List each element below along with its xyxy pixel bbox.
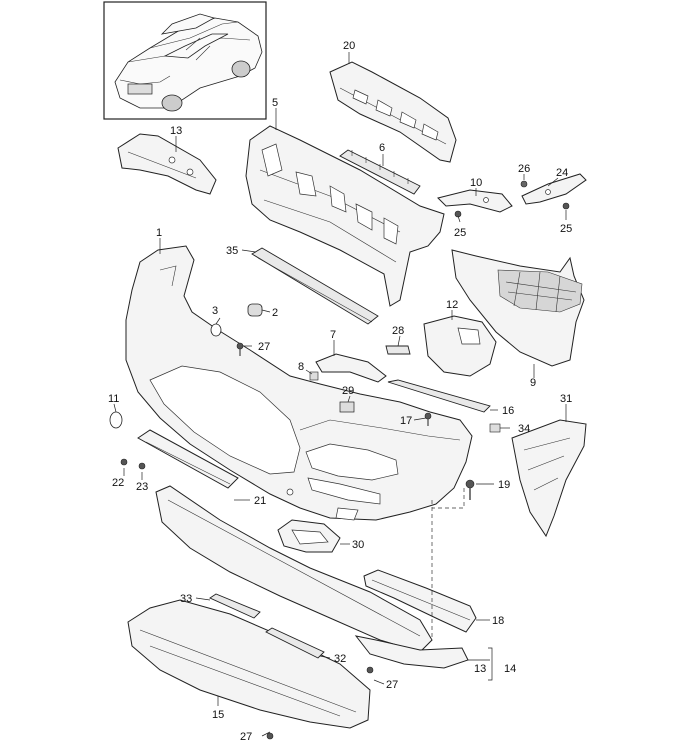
vehicle-inset (103, 1, 267, 120)
callout-13: 13 (170, 125, 182, 137)
callout-9: 9 (530, 377, 536, 389)
callout-10: 10 (470, 177, 482, 189)
callout-13: 13 (474, 663, 486, 675)
callout-11: 11 (108, 393, 119, 405)
part-27-screw-b (366, 666, 374, 674)
part-27-screw-c (266, 732, 274, 740)
callout-34: 34 (518, 423, 530, 435)
part-19-screw (465, 479, 475, 500)
callout-8: 8 (298, 361, 304, 373)
callout-15: 15 (212, 709, 224, 721)
part-21-license-plate-bracket (137, 429, 239, 489)
part-20-upper-crossmember (329, 61, 457, 163)
callout-12: 12 (446, 299, 458, 311)
callout-25: 25 (454, 227, 466, 239)
callout-22: 22 (112, 477, 124, 489)
callout-19: 19 (498, 479, 510, 491)
callout-27: 27 (386, 679, 398, 691)
part-1-bumper-cover (125, 245, 473, 521)
callout-28: 28 (392, 325, 404, 337)
part-27-screw-a (236, 342, 244, 356)
part-25-screw-b (562, 202, 570, 210)
part-5-bumper-carrier (245, 125, 445, 307)
part-2-sensor-holder (247, 303, 263, 317)
part-29-clip (339, 401, 355, 413)
callout-30: 30 (352, 539, 364, 551)
callout-2: 2 (272, 307, 278, 319)
part-16-trim-strip (387, 379, 491, 413)
part-34-clip (489, 423, 501, 433)
leader-lines (113, 52, 567, 737)
callout-16: 16 (502, 405, 514, 417)
callout-20: 20 (343, 40, 355, 52)
part-35-trim-strip (251, 247, 379, 325)
callout-21: 21 (254, 495, 266, 507)
part-12-air-duct (423, 315, 497, 377)
callout-1: 1 (156, 227, 162, 239)
part-10-bracket (437, 189, 513, 213)
assembly-lines (431, 488, 465, 640)
callout-3: 3 (212, 305, 218, 317)
callout-17: 17 (400, 415, 412, 427)
part-8-clip (309, 371, 319, 381)
part-7-bracket (315, 353, 387, 383)
callout-7: 7 (330, 329, 336, 341)
callout-25: 25 (560, 223, 572, 235)
callout-27: 27 (240, 731, 252, 743)
callout-32: 32 (334, 653, 346, 665)
part-22-screw (120, 458, 128, 466)
callout-14: 14 (504, 663, 516, 675)
callout-31: 31 (560, 393, 572, 405)
part-32-strip (265, 627, 325, 659)
part-13-side-bracket (117, 133, 217, 195)
part-31-side-bracket (511, 419, 587, 538)
part-33-strip (209, 593, 261, 619)
callout-5: 5 (272, 97, 278, 109)
part-9-air-grille (451, 249, 585, 367)
callout-29: 29 (342, 385, 354, 397)
callout-27: 27 (258, 341, 270, 353)
callout-23: 23 (136, 481, 148, 493)
callout-labels: 20 5 13 6 26 24 10 25 25 1 35 3 2 27 7 2… (108, 40, 572, 743)
part-24-bracket (521, 173, 587, 205)
part-23-nut (138, 462, 146, 470)
part-11-cap (109, 411, 123, 429)
part-30-fog-light-trim (277, 519, 341, 553)
callout-6: 6 (379, 142, 385, 154)
part-28-bracket (385, 345, 411, 355)
part-17-screw (424, 412, 432, 426)
callout-24: 24 (556, 167, 568, 179)
part-3-grommet (210, 323, 222, 337)
callout-35: 35 (226, 245, 238, 257)
callout-26: 26 (518, 163, 530, 175)
part-15-underbody-panel (127, 599, 371, 729)
part-26-clip (520, 180, 528, 188)
vehicle-overview-icon (114, 13, 263, 112)
part-18-spoiler-lip (363, 569, 477, 633)
callout-33: 33 (180, 593, 192, 605)
callout-18: 18 (492, 615, 504, 627)
part-6-mounting-strip (339, 149, 421, 195)
part-lower-cover-panel (155, 485, 433, 653)
